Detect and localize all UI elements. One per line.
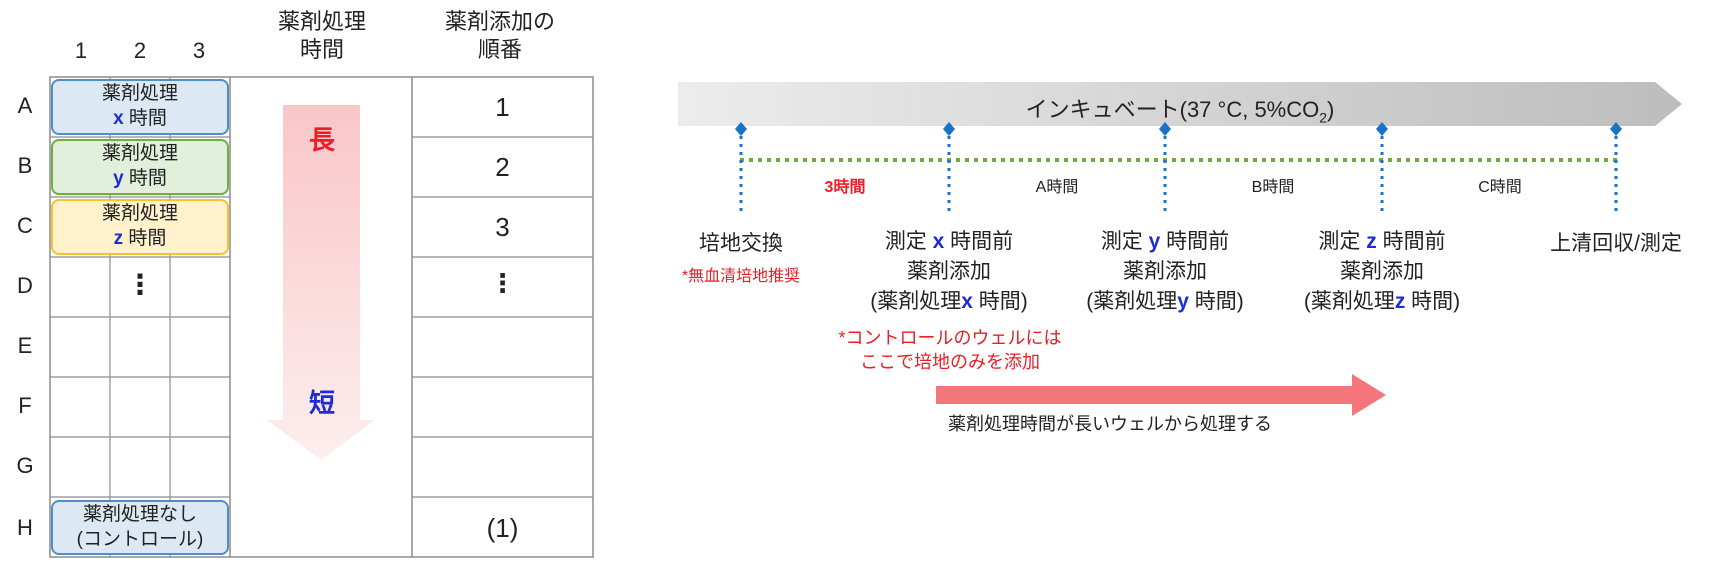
order-value-b: 2 <box>495 152 510 182</box>
pre: 測定 <box>1318 230 1367 253</box>
var-x: x <box>932 230 945 253</box>
order-value-a: 1 <box>495 92 510 122</box>
paren-pre: (薬剤処理 <box>1086 290 1178 313</box>
row-label-f: F <box>18 393 32 418</box>
banner-suffix: ) <box>1327 97 1335 122</box>
var-z: z <box>113 228 124 249</box>
well-pill-a: 薬剤処理 x 時間 <box>51 79 229 135</box>
paren-post: 時間) <box>1405 290 1461 313</box>
treatment-time-arrow <box>267 105 375 460</box>
row-label-a: A <box>17 93 33 118</box>
order-arrow <box>936 374 1386 416</box>
control-pill: 薬剤処理なし (コントロール) <box>51 500 229 555</box>
control-pill-line2: (コントロール) <box>76 529 204 550</box>
row-label-c: C <box>17 213 33 238</box>
banner-prefix: インキュベート(37 °C, 5%CO <box>1025 97 1320 122</box>
event-z-line1: 測定 z 時間前 <box>1272 227 1492 257</box>
control-note: *コントロールのウェルには ここで培地のみを添加 <box>800 326 1100 374</box>
event-harvest: 上清回収/測定 <box>1550 232 1682 255</box>
marker-diamond-2 <box>943 122 955 136</box>
event-z-line3: (薬剤処理z 時間) <box>1272 287 1492 317</box>
pre: 測定 <box>884 230 933 253</box>
incubate-banner-arrow <box>678 82 1682 126</box>
control-note-line1: *コントロールのウェルには <box>838 328 1062 348</box>
well-pill-a-line2: x 時間 <box>53 106 227 131</box>
event-y: 測定 y 時間前 薬剤添加 (薬剤処理y 時間) <box>1055 227 1275 317</box>
marker-diamond-4 <box>1376 122 1388 136</box>
order-value-d: ⋮ <box>489 268 516 298</box>
addition-order-header-line1: 薬剤添加の <box>444 9 555 34</box>
post: 時間前 <box>1160 230 1230 253</box>
event-x-line1: 測定 x 時間前 <box>839 227 1059 257</box>
order-value-c: 3 <box>495 212 510 242</box>
addition-order-header-line2: 順番 <box>477 37 522 62</box>
var-z: z <box>1394 290 1406 313</box>
event-z-line2: 薬剤添加 <box>1340 260 1424 283</box>
marker-diamond-1 <box>735 122 747 136</box>
row-label-e: E <box>17 333 33 358</box>
var-x: x <box>961 290 973 313</box>
suffix: 時間 <box>123 168 167 189</box>
event-y-line1: 測定 y 時間前 <box>1055 227 1275 257</box>
column-header-1: 1 <box>74 38 88 63</box>
event-x-line3: (薬剤処理x 時間) <box>839 287 1059 317</box>
row-label-h: H <box>17 515 33 540</box>
well-pill-b-line2: y 時間 <box>53 166 227 191</box>
paren-pre: (薬剤処理 <box>870 290 962 313</box>
column-header-2: 2 <box>133 38 147 63</box>
column-header-3: 3 <box>192 38 206 63</box>
event-x-line2: 薬剤添加 <box>907 260 991 283</box>
control-note-line2: ここで培地のみを添加 <box>860 352 1040 372</box>
interval-label-2: A時間 <box>1035 179 1079 196</box>
order-value-h: (1) <box>486 513 519 543</box>
pre: 測定 <box>1100 230 1149 253</box>
event-x: 測定 x 時間前 薬剤添加 (薬剤処理x 時間) <box>839 227 1059 317</box>
row-label-g: G <box>16 453 34 478</box>
well-dots: ⋮ <box>126 269 154 300</box>
var-x: x <box>113 108 124 129</box>
short-label: 短 <box>308 388 335 418</box>
well-pill-c: 薬剤処理 z 時間 <box>51 199 229 255</box>
suffix: 時間 <box>123 108 167 129</box>
well-pill-c-line2: z 時間 <box>53 226 227 251</box>
marker-diamond-3 <box>1159 122 1171 136</box>
var-z: z <box>1366 230 1377 253</box>
well-pill-b-line1: 薬剤処理 <box>101 143 178 164</box>
event-z: 測定 z 時間前 薬剤添加 (薬剤処理z 時間) <box>1272 227 1492 317</box>
order-caption: 薬剤処理時間が長いウェルから処理する <box>948 414 1272 434</box>
row-label-b: B <box>17 153 33 178</box>
post: 時間前 <box>944 230 1014 253</box>
well-pill-c-line1: 薬剤処理 <box>101 203 178 224</box>
marker-diamond-5 <box>1610 122 1622 136</box>
interval-label-3: B時間 <box>1251 179 1295 196</box>
incubate-banner-label: インキュベート(37 °C, 5%CO2) <box>940 92 1420 125</box>
interval-label-4: C時間 <box>1478 179 1522 196</box>
treatment-time-header-line2: 時間 <box>299 37 344 62</box>
long-label: 長 <box>308 125 335 155</box>
banner-sub: 2 <box>1319 109 1328 126</box>
post: 時間前 <box>1376 230 1446 253</box>
well-pill-b: 薬剤処理 y 時間 <box>51 139 229 195</box>
var-y: y <box>113 168 124 189</box>
event-y-line2: 薬剤添加 <box>1123 260 1207 283</box>
serum-free-note: *無血清培地推奨 <box>681 268 801 285</box>
treatment-time-header-line1: 薬剤処理 <box>277 9 366 34</box>
paren-post: 時間) <box>972 290 1028 313</box>
treatment-time-header: 薬剤処理 時間 <box>232 8 412 64</box>
event-medium-change: 培地交換 <box>699 232 783 255</box>
event-y-line3: (薬剤処理y 時間) <box>1055 287 1275 317</box>
paren-post: 時間) <box>1188 290 1244 313</box>
var-y: y <box>1177 290 1189 313</box>
well-pill-a-line1: 薬剤処理 <box>101 83 178 104</box>
control-pill-line1: 薬剤処理なし <box>82 504 197 525</box>
addition-order-header: 薬剤添加の 順番 <box>410 8 590 64</box>
suffix: 時間 <box>123 228 167 249</box>
var-y: y <box>1148 230 1161 253</box>
interval-label-1: 3時間 <box>824 179 866 196</box>
row-label-d: D <box>17 273 33 298</box>
paren-pre: (薬剤処理 <box>1303 290 1395 313</box>
